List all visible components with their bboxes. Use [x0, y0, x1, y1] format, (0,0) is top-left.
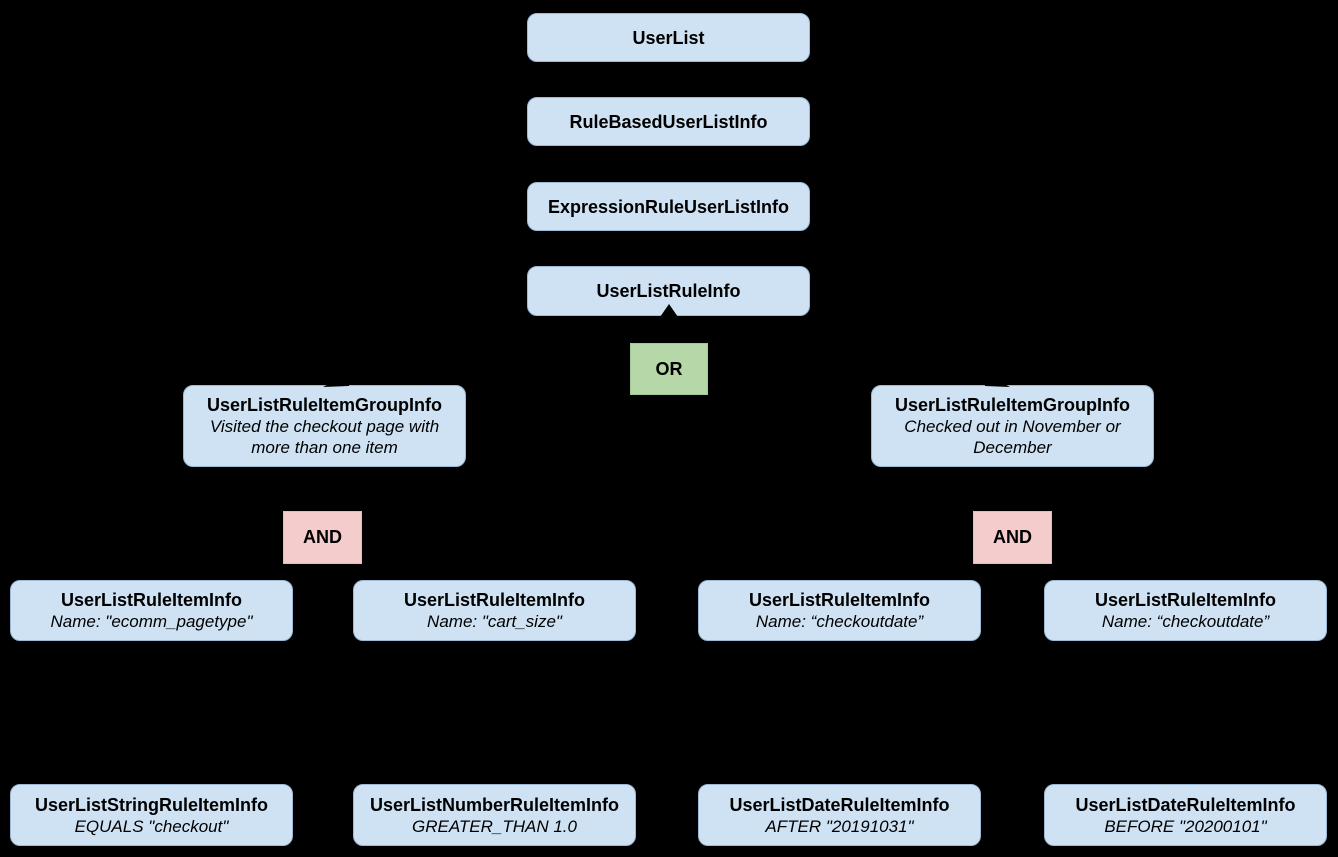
- node-subtitle: BEFORE "20200101": [1104, 816, 1267, 836]
- or-operator-label: OR: [655, 358, 683, 379]
- node-title: UserListNumberRuleItemInfo: [369, 794, 620, 815]
- and-operator-label: AND: [993, 527, 1032, 547]
- node-stringruleitem: UserListStringRuleItemInfo EQUALS "check…: [10, 784, 293, 846]
- node-subtitle: EQUALS "checkout": [74, 816, 229, 836]
- node-ruleitem-ecomm-pagetype: UserListRuleItemInfo Name: "ecomm_pagety…: [10, 580, 293, 641]
- node-subtitle: Name: “checkoutdate”: [1101, 612, 1270, 631]
- node-ruleitem-checkoutdate-2: UserListRuleItemInfo Name: “checkoutdate…: [1044, 580, 1327, 641]
- node-title: UserListRuleItemInfo: [1094, 590, 1277, 610]
- node-subtitle: Name: "ecomm_pagetype": [50, 612, 253, 631]
- node-subtitle: Name: “checkoutdate”: [755, 612, 924, 631]
- node-numberruleitem: UserListNumberRuleItemInfo GREATER_THAN …: [353, 784, 636, 846]
- and-operator-label: AND: [303, 527, 342, 547]
- node-label: ExpressionRuleUserListInfo: [547, 196, 790, 217]
- node-title: UserListRuleItemInfo: [748, 590, 931, 610]
- node-ruleitemgroup-right: UserListRuleItemGroupInfo Checked out in…: [871, 385, 1154, 467]
- node-ruleitemgroup-left: UserListRuleItemGroupInfo Visited the ch…: [183, 385, 466, 467]
- node-title: UserListDateRuleItemInfo: [729, 794, 950, 815]
- and-operator-left: AND: [283, 511, 362, 564]
- node-subtitle: GREATER_THAN 1.0: [411, 816, 577, 836]
- node-title: UserListRuleItemInfo: [403, 590, 586, 610]
- node-expressionruleuserlistinfo: ExpressionRuleUserListInfo: [527, 182, 810, 231]
- and-operator-right: AND: [973, 511, 1052, 564]
- node-subtitle: AFTER "20191031": [765, 816, 914, 836]
- node-rulebaseduserlistinfo: RuleBasedUserListInfo: [527, 97, 810, 146]
- node-title: UserListRuleItemGroupInfo: [206, 395, 443, 415]
- node-ruleitem-cart-size: UserListRuleItemInfo Name: "cart_size": [353, 580, 636, 641]
- node-title: UserListStringRuleItemInfo: [34, 794, 269, 815]
- node-label: UserList: [632, 27, 705, 48]
- node-label: RuleBasedUserListInfo: [569, 111, 768, 132]
- node-userlistruleinfo: UserListRuleInfo: [527, 266, 810, 316]
- node-label: UserListRuleInfo: [596, 281, 741, 301]
- or-operator-node: OR: [630, 343, 708, 395]
- node-title: UserListDateRuleItemInfo: [1075, 794, 1296, 815]
- node-subtitle: Visited the checkout page with more than…: [209, 417, 440, 457]
- node-userlist: UserList: [527, 13, 810, 62]
- node-dateruleitem-before: UserListDateRuleItemInfo BEFORE "2020010…: [1044, 784, 1327, 846]
- node-title: UserListRuleItemGroupInfo: [894, 395, 1131, 415]
- node-dateruleitem-after: UserListDateRuleItemInfo AFTER "20191031…: [698, 784, 981, 846]
- node-subtitle: Name: "cart_size": [427, 612, 562, 631]
- node-ruleitem-checkoutdate-1: UserListRuleItemInfo Name: “checkoutdate…: [698, 580, 981, 641]
- node-title: UserListRuleItemInfo: [60, 590, 243, 610]
- node-subtitle: Checked out in November or December: [904, 417, 1121, 457]
